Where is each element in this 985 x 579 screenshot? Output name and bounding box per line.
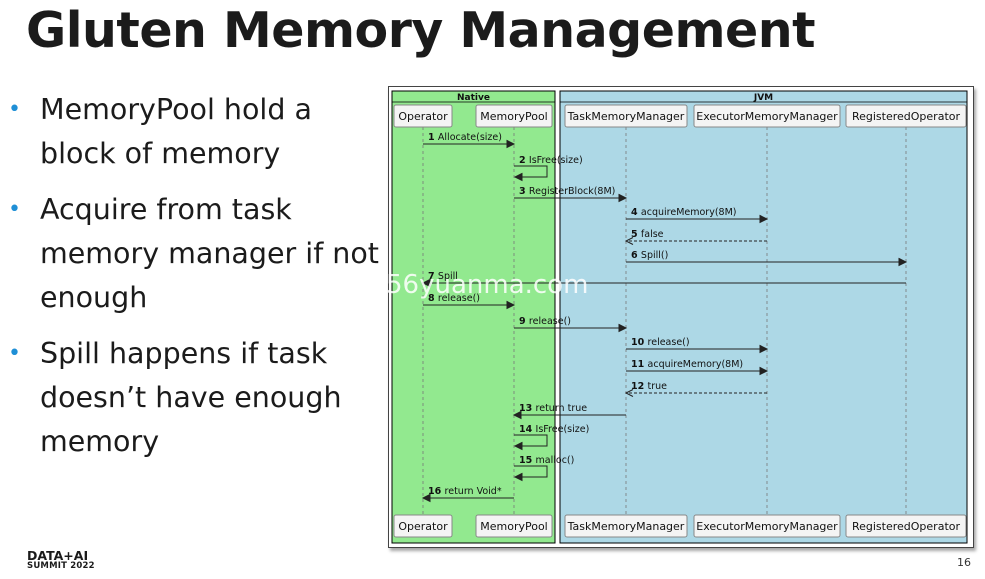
- message-label: 7 Spill: [428, 271, 458, 282]
- participant-label: MemoryPool: [480, 110, 548, 123]
- participant-label: ExecutorMemoryManager: [696, 520, 838, 533]
- participant-box: [693, 514, 841, 538]
- participant-box: [564, 104, 688, 128]
- page-number: 16: [957, 556, 971, 569]
- message-label: 5 false: [631, 229, 664, 240]
- bullet-text: Acquire from task memory manager if not …: [40, 193, 379, 314]
- arrow-head-icon: [759, 366, 769, 376]
- bullet-dot-icon: •: [8, 341, 21, 366]
- bullet-item: • Spill happens if task doesn’t have enou…: [8, 332, 388, 464]
- bullet-text: Spill happens if task doesn’t have enoug…: [40, 337, 342, 458]
- message-label: 9 release(): [519, 316, 571, 327]
- group-box-jvm: [559, 90, 968, 544]
- arrow-head-icon: [759, 344, 769, 354]
- group-label: JVM: [753, 93, 773, 103]
- arrow-head-icon: [618, 323, 628, 333]
- group-label: Native: [457, 93, 490, 103]
- bullet-dot-icon: •: [8, 197, 21, 222]
- participant-label: TaskMemoryManager: [567, 110, 685, 123]
- arrow-head-icon: [512, 410, 522, 420]
- bullet-item: • Acquire from task memory manager if not…: [8, 188, 388, 320]
- message-label: 11 acquireMemory(8M): [631, 359, 743, 370]
- message-label: 3 RegisterBlock(8M): [519, 186, 615, 197]
- arrow-head-icon: [618, 193, 628, 203]
- message-label: 12 true: [631, 381, 667, 392]
- message-arrow: [514, 434, 548, 447]
- message-arrow: [514, 165, 548, 178]
- arrow-head-icon: [421, 493, 431, 503]
- arrow-head-icon: [421, 278, 431, 288]
- arrow-head-icon: [506, 139, 516, 149]
- participant-label: ExecutorMemoryManager: [696, 110, 838, 123]
- message-arrow: [514, 465, 548, 478]
- arrow-head-icon: [513, 172, 523, 182]
- message-label: 1 Allocate(size): [428, 132, 502, 143]
- message-label: 13 return true: [519, 403, 587, 414]
- participant-label: Operator: [398, 520, 448, 533]
- participant-label: RegisteredOperator: [852, 520, 961, 533]
- bullet-dot-icon: •: [8, 97, 21, 122]
- bullet-text: MemoryPool hold a block of memory: [40, 93, 312, 170]
- participant-box: [393, 514, 453, 538]
- participant-box: [693, 104, 841, 128]
- message-label: 8 release(): [428, 293, 480, 304]
- message-label: 14 IsFree(size): [519, 424, 589, 435]
- arrow-head-icon: [624, 389, 634, 397]
- message-label: 4 acquireMemory(8M): [631, 207, 737, 218]
- slide-title: Gluten Memory Management: [26, 2, 816, 59]
- participant-box: [845, 514, 967, 538]
- participant-label: TaskMemoryManager: [567, 520, 685, 533]
- watermark: 56yuanma.com: [386, 270, 589, 300]
- arrow-head-icon: [506, 300, 516, 310]
- arrow-head-icon: [513, 472, 523, 482]
- message-label: 2 IsFree(size): [519, 155, 583, 166]
- bullet-item: • MemoryPool hold a block of memory: [8, 88, 388, 176]
- participant-label: Operator: [398, 110, 448, 123]
- arrow-head-icon: [624, 237, 634, 245]
- arrow-head-icon: [513, 441, 523, 451]
- participant-box: [475, 514, 553, 538]
- brand-logo: DATA+AI SUMMIT 2022: [27, 548, 95, 572]
- brand-line2: SUMMIT 2022: [27, 561, 95, 571]
- participant-box: [845, 104, 967, 128]
- arrow-head-icon: [759, 214, 769, 224]
- participant-label: MemoryPool: [480, 520, 548, 533]
- participant-box: [393, 104, 453, 128]
- message-label: 6 Spill(): [631, 250, 668, 261]
- message-label: 15 malloc(): [519, 455, 574, 466]
- participant-label: RegisteredOperator: [852, 110, 961, 123]
- message-label: 16 return Void*: [428, 486, 502, 497]
- participant-box: [564, 514, 688, 538]
- bullet-list: • MemoryPool hold a block of memory • Acqu…: [8, 88, 388, 476]
- participant-box: [475, 104, 553, 128]
- arrow-head-icon: [898, 257, 908, 267]
- message-label: 10 release(): [631, 337, 690, 348]
- brand-line1: DATA+AI: [27, 548, 89, 563]
